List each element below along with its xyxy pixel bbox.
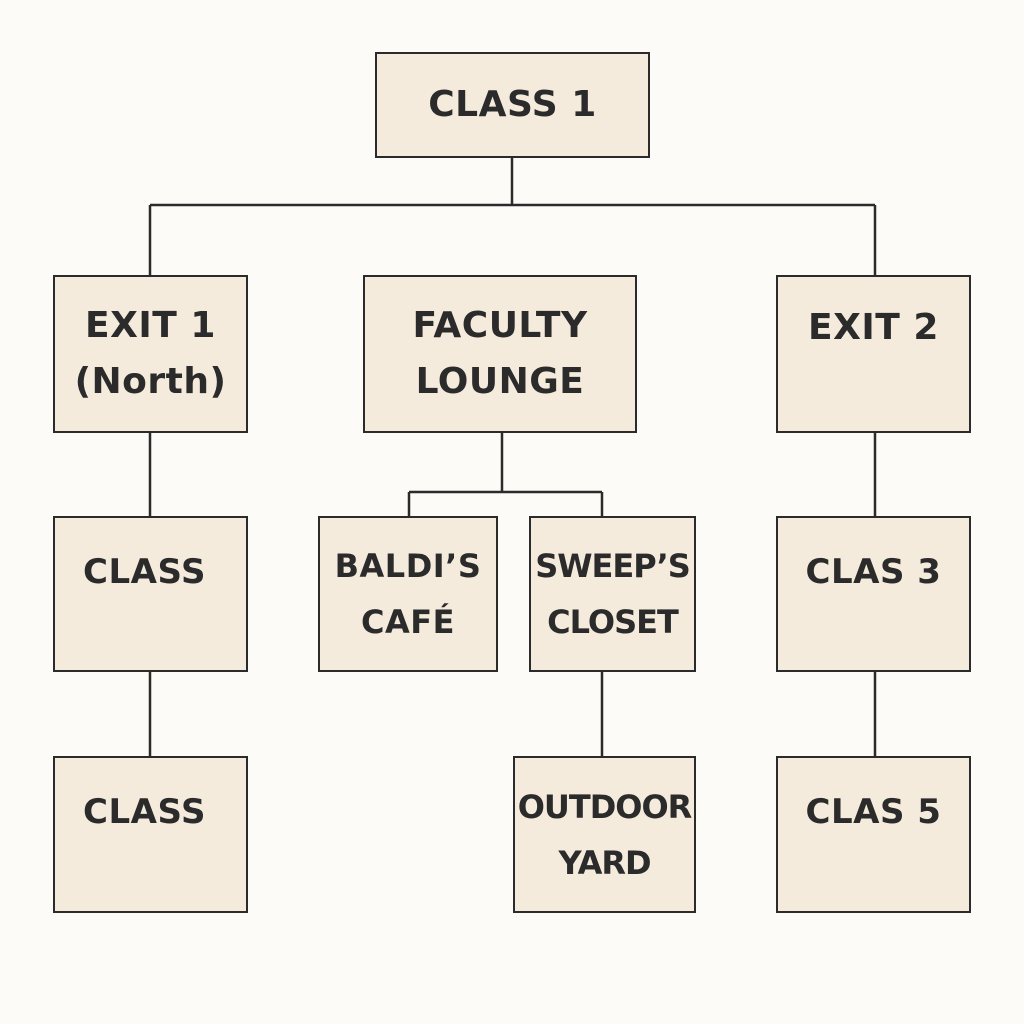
node-exit-1: EXIT 1 (North) — [53, 275, 248, 433]
node-class-1: CLASS 1 — [375, 52, 650, 158]
node-outdoor-yard-label: OUTDOOR YARD — [517, 787, 693, 882]
node-class-left-bottom-label: CLASS — [83, 792, 206, 832]
node-exit-2-label: EXIT 2 — [808, 307, 939, 348]
node-exit-2: EXIT 2 — [776, 275, 971, 433]
node-sweeps-closet-label: SWEEP’S CLOSET — [535, 547, 691, 641]
node-sweeps-closet: SWEEP’S CLOSET — [529, 516, 696, 672]
node-baldis-cafe: BALDI’S CAFÉ — [318, 516, 498, 672]
node-class-left-mid-label: CLASS — [83, 552, 206, 592]
node-clas-5-label: CLAS 5 — [805, 792, 942, 832]
node-class-left-bottom: CLASS — [53, 756, 248, 913]
node-clas-3-label: CLAS 3 — [805, 552, 942, 592]
node-faculty-lounge-label: FACULTY LOUNGE — [412, 305, 588, 402]
node-outdoor-yard: OUTDOOR YARD — [513, 756, 696, 913]
node-baldis-cafe-label: BALDI’S CAFÉ — [334, 547, 482, 641]
node-class-1-label: CLASS 1 — [428, 84, 597, 125]
node-exit-1-label: EXIT 1 (North) — [74, 305, 227, 402]
node-class-left-mid: CLASS — [53, 516, 248, 672]
node-faculty-lounge: FACULTY LOUNGE — [363, 275, 637, 433]
node-clas-5: CLAS 5 — [776, 756, 971, 913]
node-clas-3: CLAS 3 — [776, 516, 971, 672]
